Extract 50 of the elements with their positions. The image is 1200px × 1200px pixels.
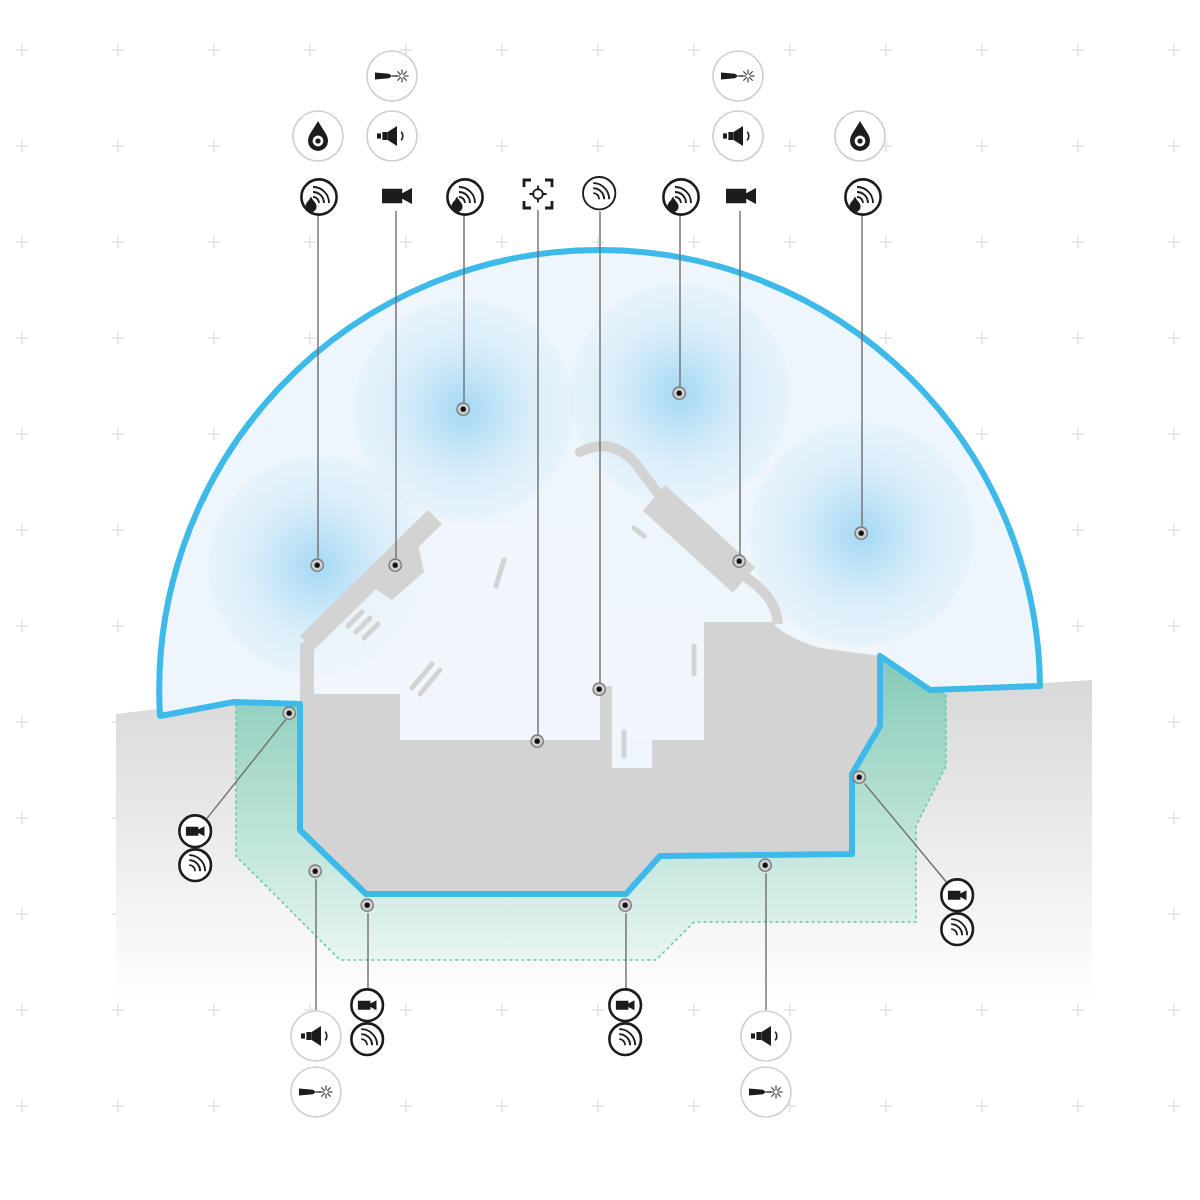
- point-marker-icon: [530, 734, 546, 750]
- leader-line: [463, 214, 465, 404]
- video-camera-icon: [608, 988, 644, 1024]
- point-marker-icon: [592, 682, 608, 698]
- point-marker-icon: [456, 402, 472, 418]
- speaker-icon: [290, 1010, 342, 1062]
- point-marker-icon: [672, 386, 688, 402]
- leader-line: [395, 210, 397, 560]
- leader-line: [739, 210, 741, 556]
- laser-icon: [366, 50, 418, 102]
- point-marker-icon: [618, 898, 634, 914]
- leader-line: [367, 912, 369, 990]
- leader-line: [317, 214, 319, 560]
- point-marker-icon: [310, 558, 326, 574]
- signal-icon: [350, 1022, 386, 1058]
- signal-icon: [178, 848, 214, 884]
- point-marker-icon: [308, 864, 324, 880]
- leader-line: [599, 210, 601, 684]
- speaker-icon: [366, 110, 418, 162]
- video-camera-icon: [381, 188, 411, 204]
- laser-icon: [740, 1066, 792, 1118]
- drop-signal-icon: [843, 177, 881, 215]
- laser-icon: [712, 50, 764, 102]
- point-marker-icon: [854, 526, 870, 542]
- focus-icon: [522, 178, 554, 210]
- leader-line: [679, 214, 681, 388]
- signal-icon: [608, 1022, 644, 1058]
- drop-signal-icon: [661, 177, 699, 215]
- speaker-icon: [740, 1010, 792, 1062]
- leader-line: [537, 209, 539, 736]
- leader-line: [206, 718, 287, 820]
- leader-line: [625, 912, 627, 990]
- leader-line: [861, 214, 863, 528]
- point-marker-icon: [852, 770, 868, 786]
- video-camera-icon: [350, 988, 386, 1024]
- video-camera-icon: [725, 188, 755, 204]
- drop-signal-icon: [445, 177, 483, 215]
- drop-signal-icon: [299, 177, 337, 215]
- point-marker-icon: [282, 706, 298, 722]
- laser-icon: [290, 1066, 342, 1118]
- leader-line: [315, 878, 317, 1011]
- point-marker-icon: [360, 898, 376, 914]
- leader-line: [765, 872, 767, 1011]
- signal-icon: [582, 176, 618, 212]
- water-drop-icon: [834, 110, 886, 162]
- speaker-icon: [712, 110, 764, 162]
- leader-line: [863, 782, 948, 884]
- point-marker-icon: [758, 858, 774, 874]
- water-drop-icon: [292, 110, 344, 162]
- signal-icon: [940, 912, 976, 948]
